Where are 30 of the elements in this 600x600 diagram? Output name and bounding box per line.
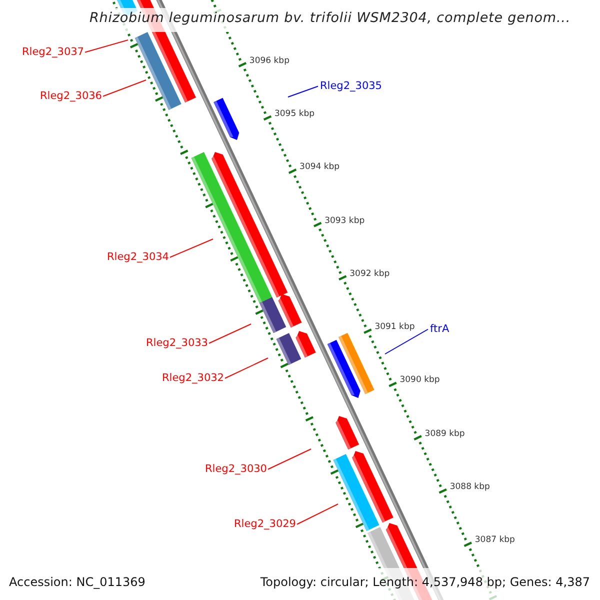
- gene-label: Rleg2_3037: [22, 47, 84, 58]
- genome-summary-text: Topology: circular; Length: 4,537,948 bp; Genes: 4,387: [260, 576, 590, 588]
- tick-label: 3092 kbp: [350, 270, 390, 278]
- gene-label: Rleg2_3033: [146, 338, 208, 348]
- leader-line: [268, 448, 312, 470]
- tick-label: 3087 kbp: [474, 536, 515, 545]
- leader-line: [288, 86, 318, 98]
- tick-label: 3088 kbp: [450, 483, 490, 492]
- leader-line: [224, 358, 268, 379]
- accession-text: Accession: NC_011369: [9, 576, 146, 588]
- tick-label: 3089 kbp: [424, 430, 465, 438]
- gene-label: Rleg2_3035: [320, 81, 382, 92]
- gene-label: Rleg2_3030: [205, 464, 267, 474]
- leader-line: [208, 324, 252, 344]
- leader-line: [384, 328, 428, 354]
- gene-label: Rleg2_3032: [162, 373, 224, 384]
- tick-label: 3096 kbp: [249, 56, 290, 66]
- leader-line: [102, 80, 146, 97]
- leader-line: [170, 238, 214, 258]
- tick-label: 3090 kbp: [400, 376, 440, 385]
- tick-label: 3094 kbp: [300, 163, 340, 172]
- gene-label: Rleg2_3036: [40, 91, 102, 102]
- leader-line: [296, 504, 338, 525]
- tick-label: 3095 kbp: [274, 110, 315, 118]
- gene-label: Rleg2_3029: [234, 519, 296, 530]
- gene-label: ftrA: [430, 324, 450, 334]
- tick-label: 3091 kbp: [374, 323, 415, 332]
- tick-label: 3093 kbp: [324, 216, 365, 226]
- leader-line: [84, 40, 128, 53]
- gene-label: Rleg2_3034: [107, 252, 169, 262]
